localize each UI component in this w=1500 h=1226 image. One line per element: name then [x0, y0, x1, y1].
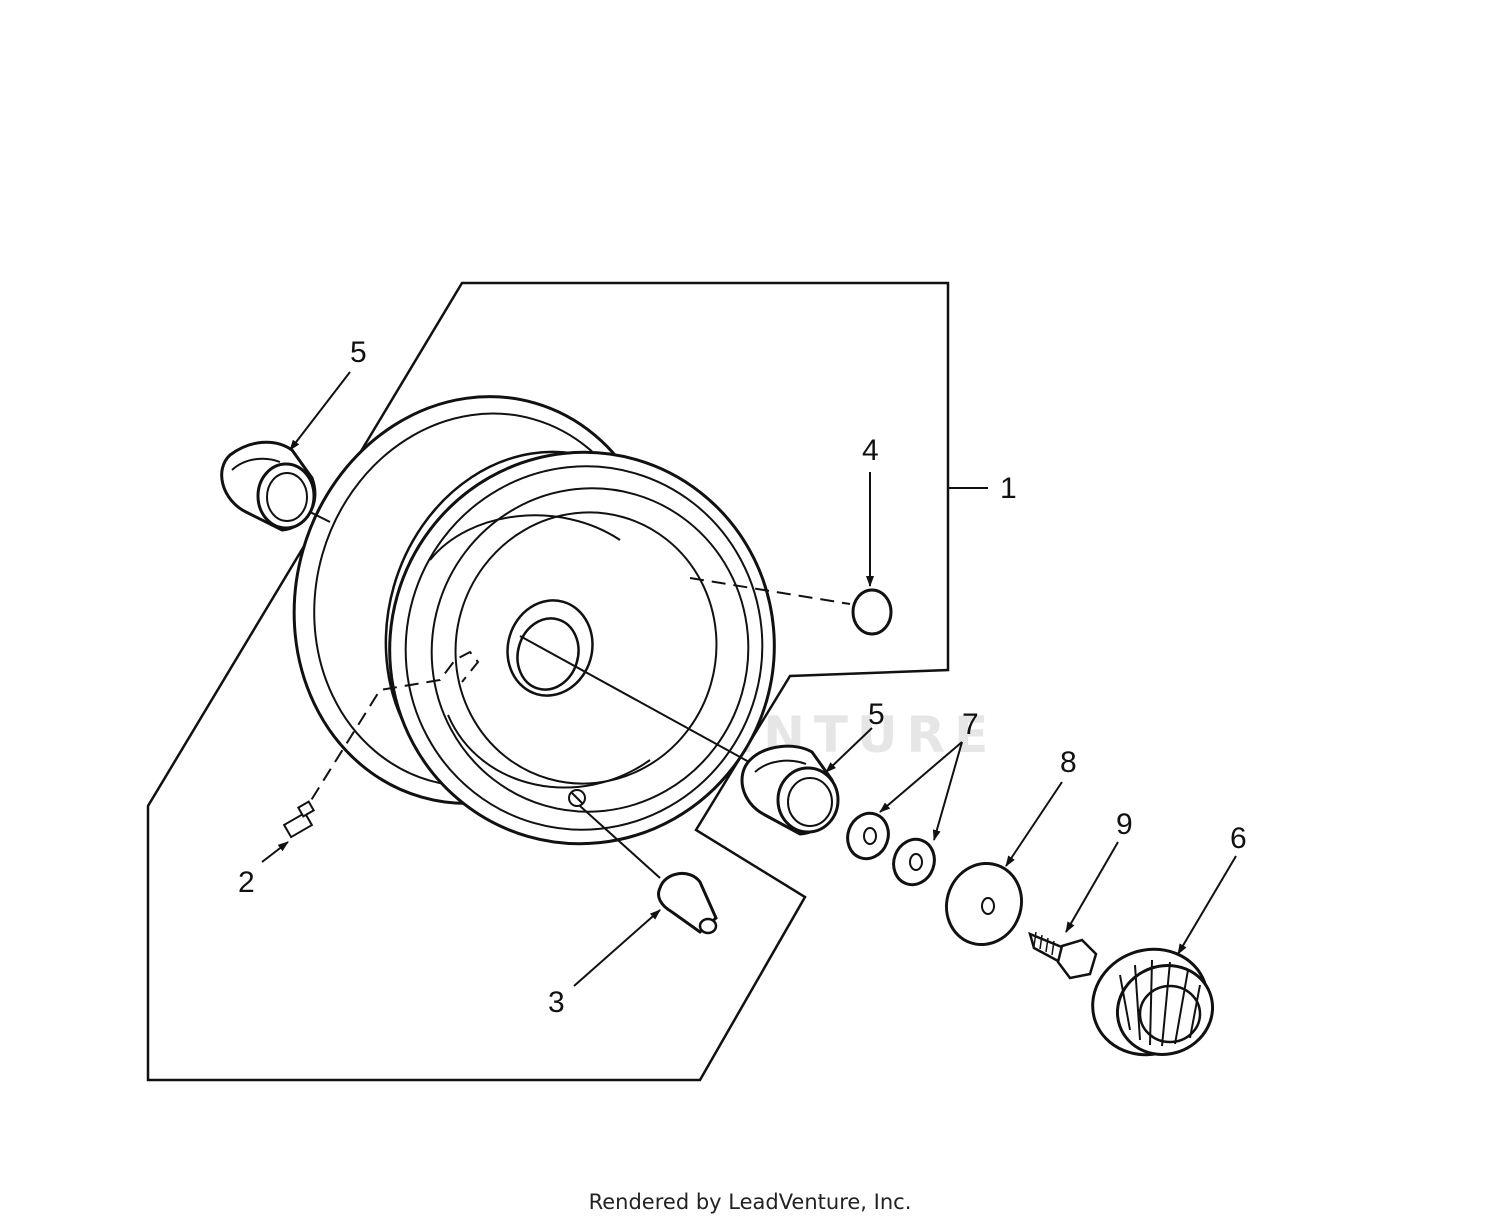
washer-large — [945, 861, 1023, 947]
washer-2 — [892, 837, 936, 887]
cap-knurl — [1119, 959, 1201, 1047]
footer-credit: Rendered by LeadVenture, Inc. — [588, 1190, 912, 1214]
cap-bore — [1138, 984, 1202, 1044]
leader-washer-1 — [879, 741, 963, 813]
grease-fitting — [657, 872, 718, 935]
rim-front-ring-5 — [447, 714, 651, 789]
rim-front-ring-2 — [430, 487, 750, 813]
wheel-rim — [292, 395, 776, 846]
rim-front-ring-3 — [454, 511, 718, 785]
leader-washer-large — [1005, 781, 1063, 867]
callout-fitting: 3 — [548, 986, 565, 1019]
bolt-thread — [1033, 931, 1055, 956]
bolt — [1028, 931, 1098, 980]
callout-cap: 6 — [1230, 822, 1247, 855]
callout-washer-large: 8 — [1060, 746, 1077, 779]
plug — [851, 588, 893, 636]
callout-bolt: 9 — [1116, 808, 1133, 841]
washer-2-body — [892, 837, 936, 887]
leader-bearing-left — [289, 371, 351, 451]
callout-washers: 7 — [962, 708, 979, 741]
washer-2-hole — [909, 853, 923, 871]
leader-bolt — [1065, 841, 1119, 933]
valve-stem-tip — [296, 800, 316, 818]
fitting-tip — [698, 917, 718, 935]
leader-valve — [261, 841, 289, 863]
leader-washer-2 — [932, 741, 963, 841]
axle-centerline — [519, 635, 761, 769]
washer-large-body — [945, 861, 1023, 947]
assembly-outline — [146, 281, 950, 1082]
washer-large-hole — [981, 897, 995, 915]
bolt-head — [1056, 938, 1098, 980]
hub-cap — [1091, 947, 1215, 1057]
bearing-left-bore — [266, 472, 308, 522]
bearing-left-groove — [231, 457, 281, 471]
callout-bearing-left: 5 — [350, 336, 367, 369]
washer-1-body — [846, 811, 890, 861]
callout-assembly: 1 — [1000, 472, 1017, 505]
valve-hidden-path — [299, 650, 480, 819]
leader-bearing-right — [825, 727, 873, 773]
bearing-right — [740, 744, 840, 836]
callout-valve: 2 — [238, 866, 255, 899]
fitting-centerline — [579, 805, 661, 879]
washer-1 — [846, 811, 890, 861]
bearing-left — [220, 440, 317, 532]
washer-1-hole — [863, 827, 877, 845]
valve-stem — [282, 800, 316, 839]
rim-front-ring-1 — [404, 465, 764, 831]
plug-centerline — [689, 577, 851, 605]
bearing-right-groove — [754, 759, 807, 773]
bearing-right-bore — [787, 777, 833, 827]
callout-bearing-right: 5 — [868, 698, 885, 731]
fitting-hole-slot — [570, 791, 584, 805]
callout-plug: 4 — [862, 434, 879, 467]
valve-stem-body — [282, 811, 314, 839]
leader-cap — [1177, 855, 1237, 955]
rim-front-ring-4 — [429, 514, 621, 561]
leader-fitting — [573, 909, 661, 987]
hub-inner — [516, 617, 580, 691]
